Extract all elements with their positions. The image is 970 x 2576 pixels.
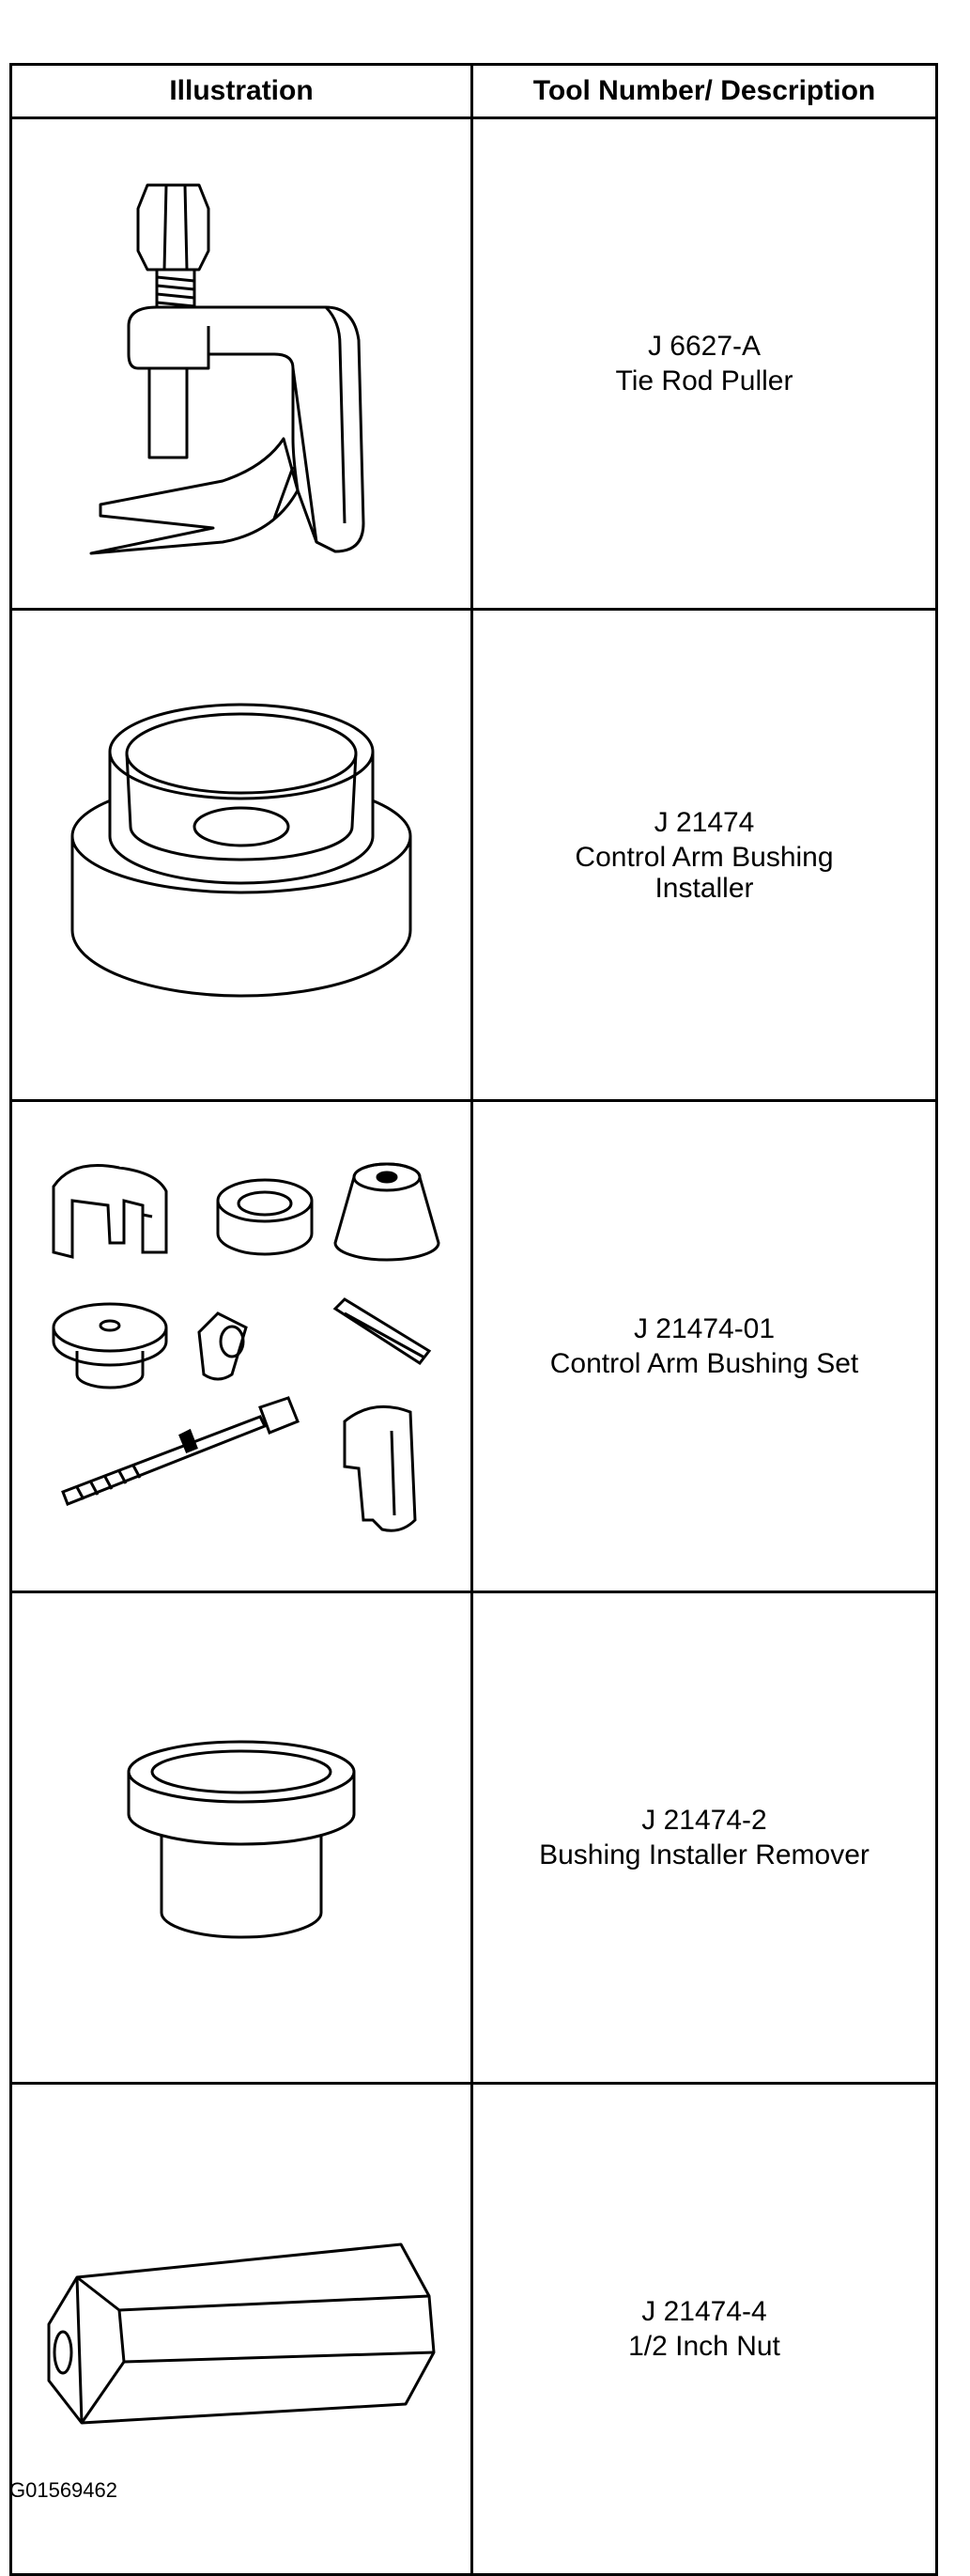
illustration-cell (9, 608, 473, 1102)
header-row: Illustration Tool Number/ Description (9, 63, 938, 119)
table-row: J 21474-01 Control Arm Bushing Set (9, 1099, 938, 1593)
illustration-cell (9, 116, 473, 611)
header-illustration: Illustration (9, 63, 473, 119)
table-row: J 21474 Control Arm Bushing Installer (9, 608, 938, 1102)
illustration-cell (9, 1099, 473, 1593)
tool-number: J 21474 (654, 806, 755, 838)
bushing-installer-icon (70, 703, 412, 998)
tools-table: Illustration Tool Number/ Description (9, 63, 938, 2576)
tool-number: J 21474-01 (633, 1313, 776, 1344)
table-row: J 21474-4 1/2 Inch Nut (9, 2082, 938, 2576)
tool-number: J 6627-A (647, 331, 762, 362)
illustration-cell (9, 2082, 473, 2576)
header-description: Tool Number/ Description (470, 63, 938, 119)
description-cell: J 21474-4 1/2 Inch Nut (470, 2082, 938, 2576)
description-cell: J 21474-2 Bushing Installer Remover (470, 1591, 938, 2085)
tool-description: Control Arm Bushing Set (549, 1348, 859, 1379)
table-row: J 6627-A Tie Rod Puller (9, 116, 938, 611)
installer-remover-icon (127, 1740, 356, 1939)
bushing-set-icon (52, 1162, 440, 1532)
tool-number: J 21474-4 (641, 2296, 767, 2327)
tool-description: Control Arm Bushing Installer (575, 841, 834, 904)
description-cell: J 21474 Control Arm Bushing Installer (470, 608, 938, 1102)
tool-description: Bushing Installer Remover (539, 1839, 870, 1870)
figure-id: G01569462 (9, 2478, 117, 2502)
illustration-cell (9, 1591, 473, 2085)
description-cell: J 6627-A Tie Rod Puller (470, 116, 938, 611)
tool-description: Tie Rod Puller (615, 365, 793, 396)
tie-rod-puller-icon (89, 183, 365, 555)
description-cell: J 21474-01 Control Arm Bushing Set (470, 1099, 938, 1593)
tool-number: J 21474-2 (641, 1805, 767, 1836)
hex-nut-icon (47, 2242, 436, 2425)
table-row: J 21474-2 Bushing Installer Remover (9, 1591, 938, 2085)
tool-description: 1/2 Inch Nut (628, 2331, 780, 2362)
